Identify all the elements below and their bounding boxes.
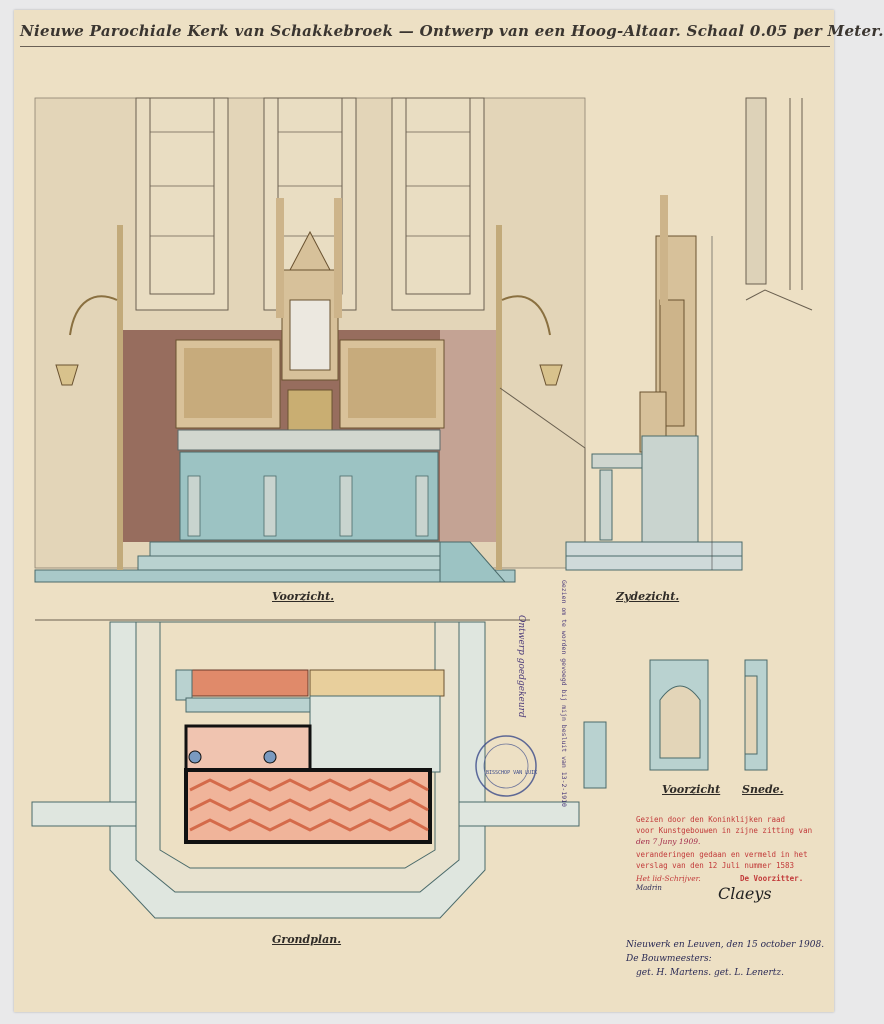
approval-line-1: Gezien door den Koninklijken raad bbox=[636, 815, 786, 824]
approval-line-3: den 7 Juny 1909. bbox=[636, 837, 701, 846]
sheet-title: Nieuwe Parochiale Kerk van Schakkebroek … bbox=[20, 22, 884, 40]
architects-names: get. H. Martens. get. L. Lenertz. bbox=[636, 968, 785, 978]
front-elevation bbox=[34, 97, 586, 583]
approval-line-2: voor Kunstgebouwen in zijne zitting van bbox=[636, 826, 813, 835]
title-underline bbox=[20, 46, 830, 47]
approval-line-5: verslag van den 12 Juli nummer 1583 bbox=[636, 861, 795, 870]
chair-signature: Claeys bbox=[718, 884, 772, 903]
vertical-stamp-1: Gezien om te worden gevoegd bij mijn bes… bbox=[560, 580, 568, 807]
plan-view-label: Grondplan. bbox=[272, 933, 342, 946]
detail-drawing bbox=[649, 659, 768, 771]
secretary-signature: Madrin bbox=[636, 884, 662, 892]
secretary-label: Het lid-Schrijver. bbox=[636, 874, 701, 883]
detail-section-label: Snede. bbox=[742, 783, 784, 796]
place-date: Nieuwerk en Leuven, den 15 october 1908. bbox=[626, 940, 825, 950]
ground-plan bbox=[31, 619, 607, 919]
seal-text: BISSCHOP VAN LUIK bbox=[486, 770, 538, 776]
vertical-stamp-2: Ontwerp goedgekeurd bbox=[516, 615, 526, 718]
side-elevation bbox=[565, 97, 813, 571]
chair-label: De Voorzitter. bbox=[740, 874, 804, 883]
approval-line-4: veranderingen gedaan en vermeld in het bbox=[636, 850, 808, 859]
front-view-label: Voorzicht. bbox=[272, 590, 335, 603]
bishop-seal bbox=[475, 735, 537, 797]
architectural-drawing bbox=[31, 97, 813, 919]
detail-front-label: Voorzicht bbox=[662, 783, 721, 796]
architects-label: De Bouwmeesters: bbox=[626, 954, 712, 964]
side-view-label: Zydezicht. bbox=[616, 590, 680, 603]
